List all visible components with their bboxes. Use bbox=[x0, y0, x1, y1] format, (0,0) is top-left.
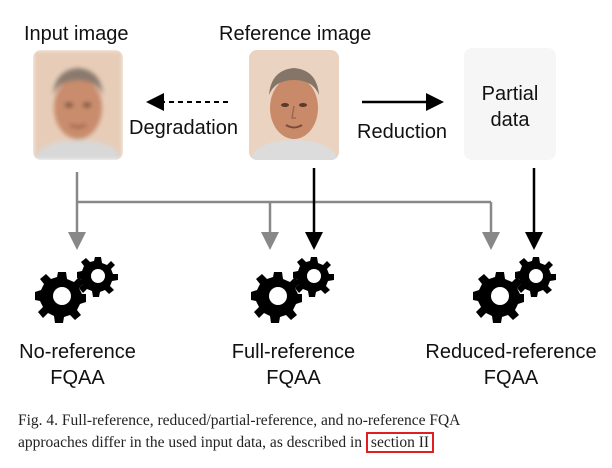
caption-line2: approaches differ in the used input data… bbox=[18, 432, 594, 454]
section-link[interactable]: section II bbox=[366, 432, 434, 453]
reduced-reference-fqaa: FQAA bbox=[420, 366, 602, 390]
reduction-label: Reduction bbox=[357, 120, 447, 144]
face-photo bbox=[33, 50, 123, 160]
partial-to-reduced-arrow bbox=[525, 168, 543, 250]
gray-arrowheads bbox=[68, 232, 500, 250]
caption-line1: Fig. 4. Full-reference, reduced/partial-… bbox=[18, 410, 594, 432]
gear-icon bbox=[473, 257, 556, 323]
degradation-label: Degradation bbox=[129, 116, 238, 140]
full-reference-fqaa: FQAA bbox=[216, 366, 371, 390]
no-reference-fqaa: FQAA bbox=[0, 366, 155, 390]
input-distribution-lines bbox=[77, 172, 491, 234]
reference-image-title: Reference image bbox=[219, 22, 371, 46]
no-reference-label: No-reference bbox=[0, 340, 155, 364]
caption-text: approaches differ in the used input data… bbox=[18, 434, 366, 451]
reduced-reference-label: Reduced-reference bbox=[420, 340, 602, 364]
gear-icon bbox=[35, 257, 118, 323]
partial-data-label-line1: Partial bbox=[464, 82, 556, 106]
gear-icon bbox=[251, 257, 334, 323]
reference-to-full-arrow bbox=[305, 168, 323, 250]
degradation-arrow bbox=[146, 93, 228, 111]
reference-image bbox=[249, 50, 339, 160]
partial-data-label-line2: data bbox=[464, 108, 556, 132]
full-reference-label: Full-reference bbox=[216, 340, 371, 364]
figure-caption: Fig. 4. Full-reference, reduced/partial-… bbox=[18, 410, 594, 454]
fqa-diagram: Input image Reference image Partial data bbox=[0, 0, 612, 400]
face-photo bbox=[249, 50, 339, 160]
input-image-title: Input image bbox=[24, 22, 129, 46]
input-image bbox=[33, 50, 123, 160]
reduction-arrow bbox=[362, 93, 444, 111]
